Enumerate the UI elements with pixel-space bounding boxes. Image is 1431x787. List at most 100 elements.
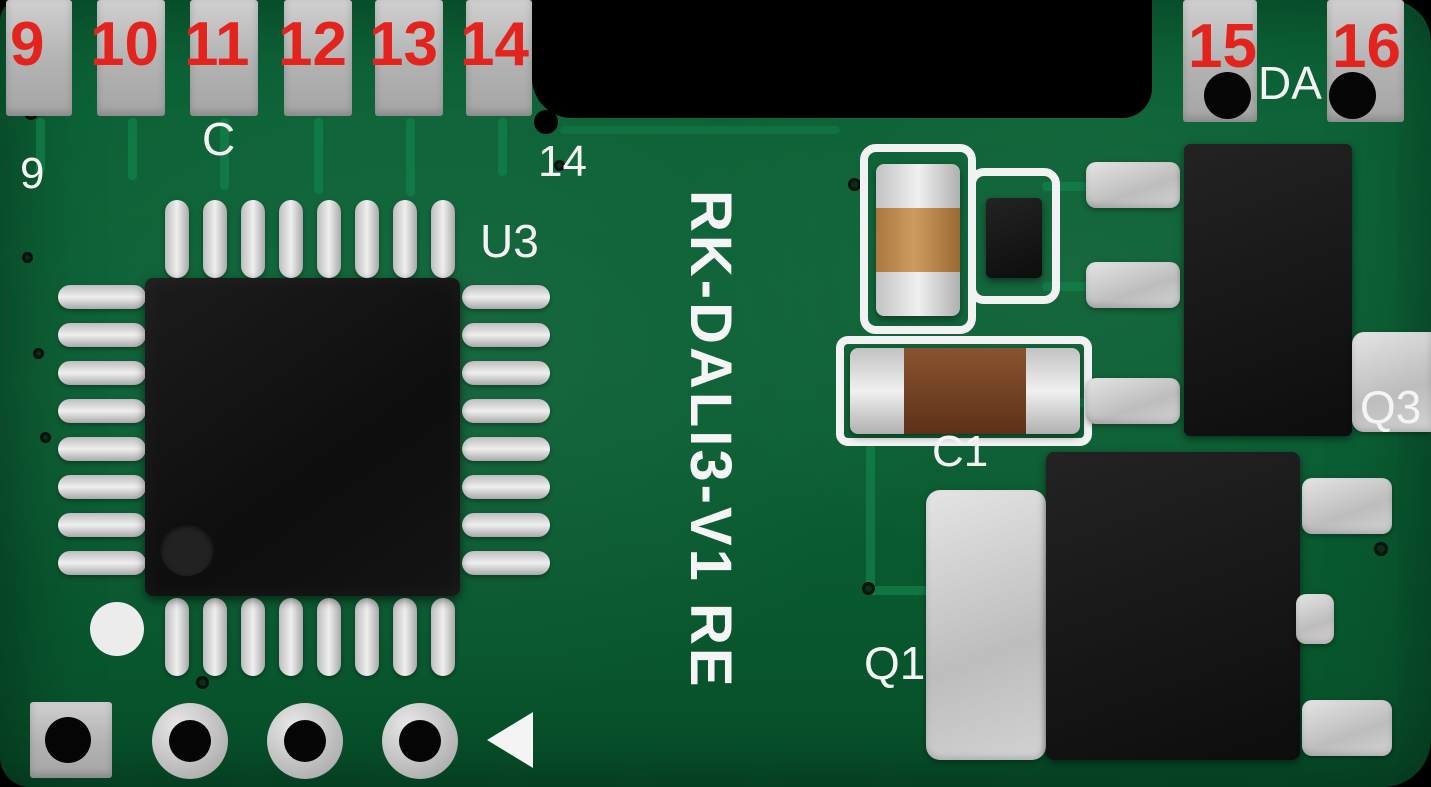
trace [560, 126, 840, 134]
via [196, 676, 209, 689]
pad-11 [190, 0, 258, 116]
chip-pin [58, 513, 146, 537]
board-model-label: RK-DALI3-V1 RE [678, 190, 743, 690]
pad-14-number: 14 [460, 10, 529, 79]
silkscreen-9-label: 9 [20, 149, 45, 198]
pad-9 [6, 0, 72, 116]
pad-10-number: 10 [90, 10, 159, 79]
via [554, 160, 565, 171]
silkscreen-dot [90, 602, 144, 656]
trace [498, 118, 507, 176]
chip-pin [165, 200, 189, 278]
q1-lead-pad [1302, 478, 1392, 534]
chip-pin [279, 200, 303, 278]
capacitor-terminal [876, 272, 960, 316]
chip-pin [355, 200, 379, 278]
capacitor-terminal [1026, 348, 1080, 434]
trace [866, 586, 936, 595]
chip-pin [462, 513, 550, 537]
silkscreen-c-label: C [202, 113, 236, 165]
chip-pin [355, 598, 379, 676]
chip-pin [462, 551, 550, 575]
capacitor-terminal [876, 164, 960, 208]
via [40, 432, 51, 443]
pin1-indicator-dot [160, 522, 214, 576]
silkscreen-q1-label: Q1 [864, 637, 926, 689]
chip-pin [462, 475, 550, 499]
pad-11-number: 11 [184, 10, 250, 79]
smd-component-black [986, 198, 1042, 278]
pad-13-number: 13 [369, 10, 438, 79]
pad-16-number: 16 [1332, 12, 1401, 81]
mounting-hole [45, 717, 91, 763]
ceramic-capacitor-small [876, 164, 960, 316]
silkscreen-da-label: DA [1258, 57, 1322, 109]
trace [220, 118, 229, 190]
chip-pin [58, 437, 146, 461]
mounting-hole [284, 720, 326, 762]
trace [1042, 282, 1090, 291]
chip-pin [58, 475, 146, 499]
via [848, 178, 861, 191]
silkscreen-14-label: 14 [538, 137, 587, 186]
chip-pin [58, 285, 146, 309]
trace [866, 444, 875, 594]
q3-tab-pad [1352, 332, 1431, 432]
component-outline [968, 168, 1060, 304]
q3-lead-pad [1086, 262, 1180, 308]
orientation-arrow-icon [487, 712, 533, 768]
chip-pin [317, 598, 341, 676]
chip-pin [462, 399, 550, 423]
chip-pin [317, 200, 341, 278]
pad-14 [466, 0, 532, 116]
chip-pin [393, 200, 417, 278]
pad-15-number: 15 [1188, 12, 1257, 81]
trace [406, 118, 415, 196]
silkscreen-q3-label: Q3 [1360, 381, 1422, 433]
chip-pin [58, 551, 146, 575]
transistor-q3 [1184, 144, 1352, 436]
q3-lead-pad [1086, 162, 1180, 208]
chip-pin [462, 285, 550, 309]
chip-pin [58, 361, 146, 385]
q1-lead-pad [1302, 700, 1392, 756]
board-edge-hole [534, 110, 558, 134]
trace [128, 118, 137, 180]
pad-15-hole [1204, 72, 1251, 119]
pad-16-hole [1329, 72, 1376, 119]
pad-12-number: 12 [278, 10, 347, 79]
chip-pin [431, 598, 455, 676]
trace [36, 118, 45, 173]
q1-tab-pad [926, 490, 1046, 760]
chip-pin [462, 437, 550, 461]
capacitor-body [904, 348, 1026, 434]
capacitor-body [876, 208, 960, 272]
chip-pin [203, 598, 227, 676]
chip-pin [393, 598, 417, 676]
chip-pin [279, 598, 303, 676]
chip-pin [58, 399, 146, 423]
chip-pin [241, 598, 265, 676]
capacitor-c1 [850, 348, 1080, 434]
pad-12 [284, 0, 352, 116]
chip-pin [203, 200, 227, 278]
pad-13 [375, 0, 443, 116]
chip-pin [462, 361, 550, 385]
capacitor-terminal [850, 348, 904, 434]
mounting-hole [399, 720, 441, 762]
pad-10 [97, 0, 165, 116]
q3-lead-pad [1086, 378, 1180, 424]
chip-pin [431, 200, 455, 278]
silkscreen-c1-label: C1 [932, 427, 989, 476]
via [862, 582, 875, 595]
trace [1042, 182, 1090, 191]
q1-lead-pad [1296, 594, 1334, 644]
via [1374, 542, 1388, 556]
mounting-hole [169, 720, 211, 762]
silkscreen-u3-label: U3 [480, 215, 539, 267]
trace [314, 118, 323, 194]
transistor-q1 [1046, 452, 1300, 760]
via [22, 252, 33, 263]
board-edge-cutout [532, 0, 1152, 118]
